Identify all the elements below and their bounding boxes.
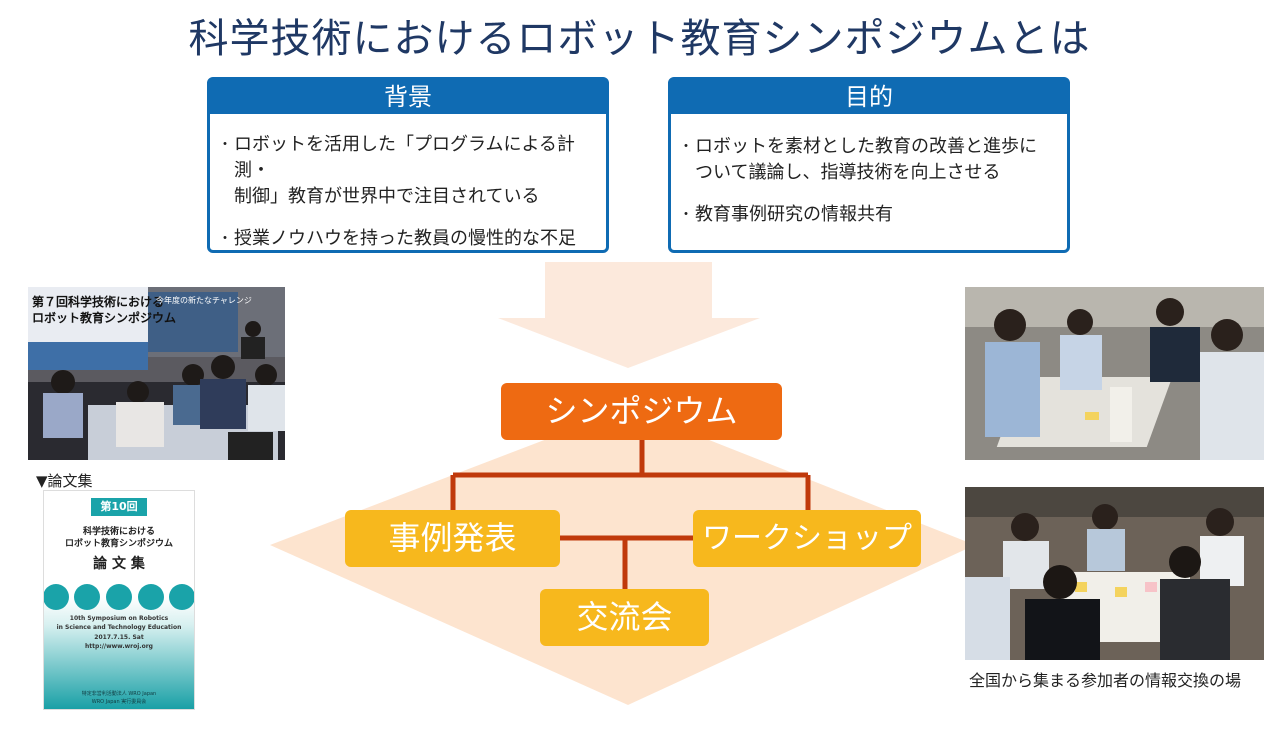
networking-box: 交流会 (540, 589, 709, 646)
cover-footer1: 特定非営利活動法人 WRO Japan (81, 691, 157, 697)
hall-banner-line1: 第７回科学技術における (32, 295, 165, 309)
purpose-item-line: 教育事例研究の情報共有 (695, 204, 893, 225)
purpose-item-line: ついて議論し、指導技術を向上させる (695, 162, 1001, 183)
cover-en-line1: 10th Symposium on Robotics (69, 615, 169, 622)
proceedings-cover: 第10回 科学技術における ロボット教育シンポジウム 論 文 集 10th Sy… (43, 490, 195, 710)
proceedings-label: ▼論文集 (36, 472, 93, 490)
workshop-scene-illustration (965, 287, 1264, 460)
background-item-line: ロボットを活用した「プログラムによる計測・ (234, 134, 575, 181)
cover-footer2: WRO Japan 実行委員会 (91, 699, 147, 705)
background-item-line: 制御」教育が世界中で注目されている (234, 186, 540, 207)
cover-title-line1: 科学技術における (82, 527, 155, 537)
workshop-photo-1 (965, 287, 1264, 460)
cover-en-date: 2017.7.15. Sat (94, 634, 144, 641)
cover-en-line2: in Science and Technology Education (56, 624, 182, 631)
purpose-item-line: ロボットを素材とした教育の改善と進歩に (695, 136, 1037, 157)
right-photo-caption: 全国から集まる参加者の情報交換の場 (969, 671, 1242, 690)
symposium-hall-photo: 第７回科学技術における ロボット教育シンポジウム 今年度の新たなチャレンジ (28, 287, 285, 460)
hall-banner-line2: ロボット教育シンポジウム (32, 311, 177, 325)
background-heading: 背景 (210, 80, 606, 114)
workshop-photo-2 (965, 487, 1264, 660)
purpose-item: 教育事例研究の情報共有 (679, 202, 1057, 228)
case-presentation-box: 事例発表 (345, 510, 560, 567)
purpose-panel: 目的 ロボットを素材とした教育の改善と進歩に ついて議論し、指導技術を向上させる… (668, 77, 1070, 253)
cover-graphic (44, 584, 194, 709)
hall-scene-illustration (28, 287, 285, 460)
purpose-heading: 目的 (671, 80, 1067, 114)
background-item-line: 授業ノウハウを持った教員の慢性的な不足 (234, 228, 576, 249)
background-item: 授業ノウハウを持った教員の慢性的な不足 (218, 226, 596, 252)
page-title: 科学技術におけるロボット教育シンポジウムとは (188, 16, 1091, 62)
background-panel: 背景 ロボットを活用した「プログラムによる計測・ 制御」教育が世界中で注目されて… (207, 77, 609, 253)
workshop-box: ワークショップ (693, 510, 921, 567)
cover-title-line2: ロボット教育シンポジウム (64, 539, 173, 549)
background-item: ロボットを活用した「プログラムによる計測・ 制御」教育が世界中で注目されている (218, 132, 596, 210)
cover-en-url: http://www.wroj.org (85, 643, 153, 650)
hall-slide-text: 今年度の新たなチャレンジ (156, 296, 252, 305)
discussion-scene-illustration (965, 487, 1264, 660)
cover-title-line3: 論 文 集 (93, 556, 145, 572)
symposium-box: シンポジウム (501, 383, 782, 440)
down-arrow (498, 262, 760, 368)
purpose-item: ロボットを素材とした教育の改善と進歩に ついて議論し、指導技術を向上させる (679, 134, 1057, 186)
edition-badge: 第10回 (91, 498, 147, 516)
